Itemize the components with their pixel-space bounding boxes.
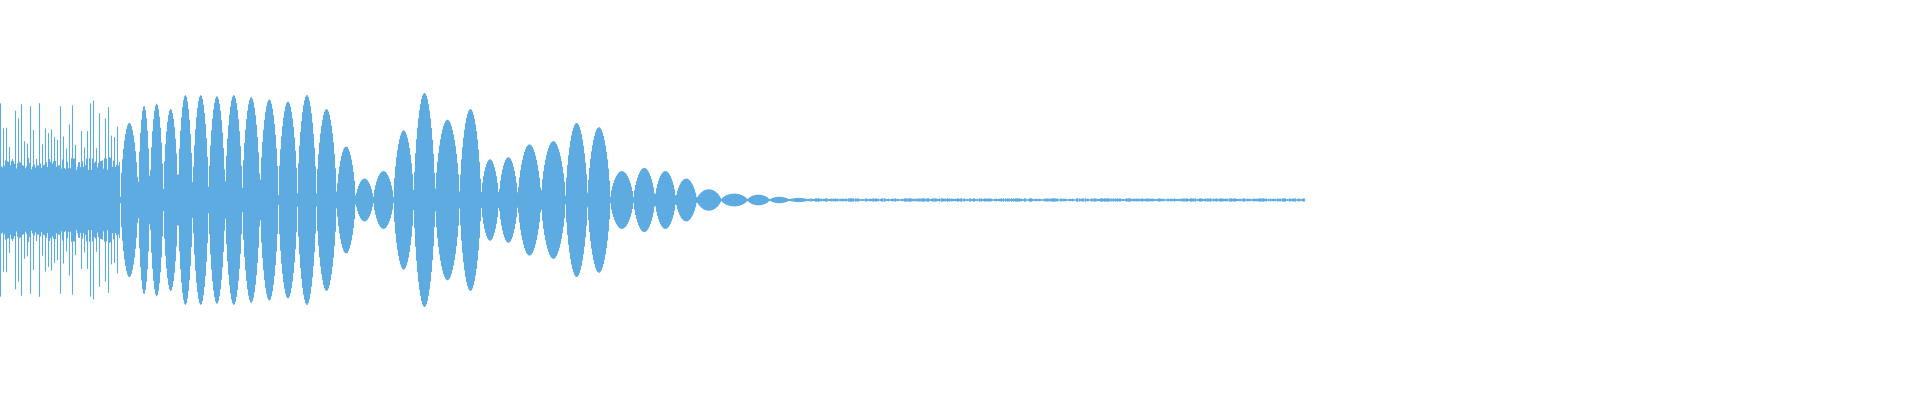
waveform-path	[0, 93, 1306, 307]
